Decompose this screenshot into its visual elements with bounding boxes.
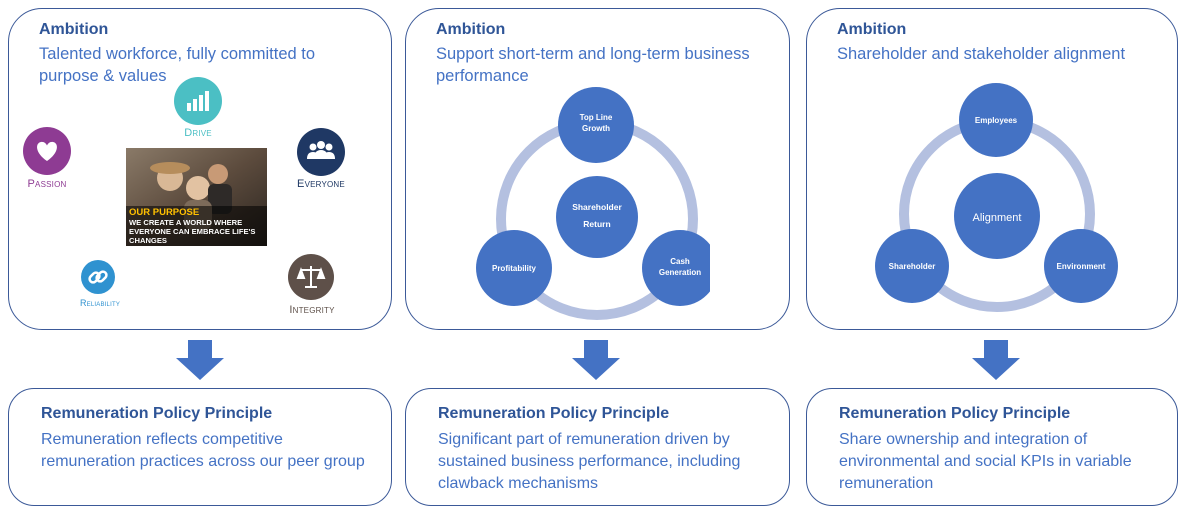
ambition-label: Ambition [436,21,506,38]
cycle-node-label: Shareholder [889,262,936,271]
down-arrow-icon [572,340,620,380]
down-arrow-icon [176,340,224,380]
alignment-cycle-diagram: Alignment Employees Environment Sharehol… [875,83,1118,312]
cycle-center-node [954,173,1040,259]
cycle-node-label: Top Line [580,113,613,122]
cycle-node-top-line-growth [558,87,634,163]
principle-panel-workforce: Remuneration Policy Principle Remunerati… [8,388,392,506]
value-label-reliability: Reliability [79,298,121,308]
performance-cycle-diagram: Shareholder Return Top Line Growth Cash … [476,87,710,320]
value-label-integrity: Integrity [289,304,335,316]
cycle-node-label: Environment [1057,262,1106,271]
principle-text: Significant part of remuneration driven … [438,431,741,492]
heart-icon [23,127,71,175]
bar-chart-icon [174,77,222,125]
cycle-node-environment [1044,229,1118,303]
cycle-center-label: Alignment [973,212,1022,224]
principle-text: Share ownership and integration of envir… [839,431,1132,492]
cycle-node-profitability [476,230,552,306]
cycle-node-shareholder [875,229,949,303]
principle-label: Remuneration Policy Principle [41,405,273,422]
cycle-node-label-2: Generation [659,268,701,277]
ambition-label: Ambition [837,21,907,38]
cycle-center-node [556,176,638,258]
principle-panel-performance: Remuneration Policy Principle Significan… [405,388,790,506]
ambition-text: Talented workforce, fully committed to p… [39,45,316,85]
people-group-icon [297,128,345,176]
ambition-panel-performance: Ambition Support short-term and long-ter… [405,8,790,330]
cycle-node-label: Employees [975,116,1018,125]
cycle-node-cash-generation [642,230,710,306]
purpose-image: OUR PURPOSE WE CREATE A WORLD WHERE EVER… [126,148,267,246]
cycle-node-employees [959,83,1033,157]
value-label-passion: Passion [27,178,67,190]
cycle-center-label-2: Return [583,219,610,229]
scales-icon [288,254,334,300]
link-icon [81,260,115,294]
value-label-drive: Drive [184,127,212,139]
purpose-text: WE CREATE A WORLD WHERE EVERYONE CAN EMB… [129,218,256,245]
purpose-heading: OUR PURPOSE [129,207,200,218]
cycle-center-label: Shareholder [572,202,622,212]
principle-label: Remuneration Policy Principle [839,405,1071,422]
cycle-node-label: Profitability [492,264,537,273]
principle-label: Remuneration Policy Principle [438,405,670,422]
principle-panel-alignment: Remuneration Policy Principle Share owne… [806,388,1178,506]
cycle-node-label-2: Growth [582,124,610,133]
ambition-text: Shareholder and stakeholder alignment [837,45,1126,63]
value-label-everyone: Everyone [297,178,345,190]
principle-text: Remuneration reflects competitive remune… [41,431,365,470]
cycle-node-label: Cash [670,257,690,266]
down-arrow-icon [972,340,1020,380]
ambition-label: Ambition [39,21,109,38]
ambition-text: Support short-term and long-term busines… [436,45,750,85]
